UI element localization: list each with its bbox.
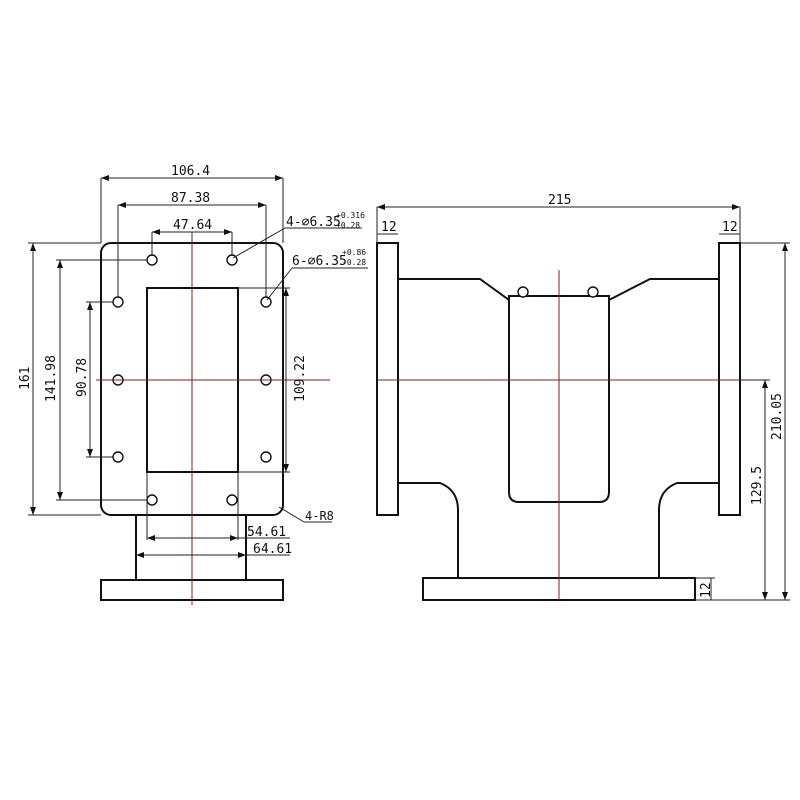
dim-hole-span-vertical-outer: 141.98 [44,355,59,402]
dim-body-width-inner: 54.61 [247,525,286,540]
dim-hole-span-vertical-inner: 90.78 [75,358,90,397]
callout-four-holes: 4-⌀6.35 [286,215,341,230]
hole [517,286,529,298]
hole [146,254,158,266]
dim-side-overall-height: 210.05 [770,393,785,440]
dim-right-flange-thickness: 12 [722,220,738,235]
hole [226,494,238,506]
callout-four-holes-tol-upper: +0.316 [336,211,365,220]
hole [112,451,124,463]
callout-six-holes-tol-lower: -0.28 [342,258,366,267]
dim-body-width-outer: 64.61 [253,542,292,557]
hole [260,296,272,308]
side-body-outline [398,278,719,578]
hole [587,286,599,298]
dim-hole-span-outer: 87.38 [171,191,210,206]
callout-six-holes: 6-⌀6.35 [292,254,347,269]
dim-center-height: 129.5 [750,466,765,505]
dim-overall-height: 161 [18,367,33,390]
dim-left-flange-thickness: 12 [381,220,397,235]
hole [260,451,272,463]
side-left-flange [376,242,399,516]
dim-base-thickness: 12 [699,582,714,598]
hole [112,296,124,308]
side-view: 215 12 12 210.05 129.5 12 [376,193,790,601]
dim-side-overall-width: 215 [548,193,571,208]
hole [146,494,158,506]
callout-four-holes-tol-lower: +0.28 [336,221,360,230]
dim-overall-width: 106.4 [171,164,210,179]
callout-six-holes-tol-upper: +0.86 [342,248,366,257]
dim-hole-span-inner: 47.64 [173,218,212,233]
side-branch-port [508,295,610,503]
front-view: 106.4 87.38 47.64 161 141.98 [18,164,368,605]
side-right-flange [718,242,741,516]
callout-corner-radius: 4-R8 [305,509,334,523]
dim-aperture-height: 109.22 [293,355,308,402]
